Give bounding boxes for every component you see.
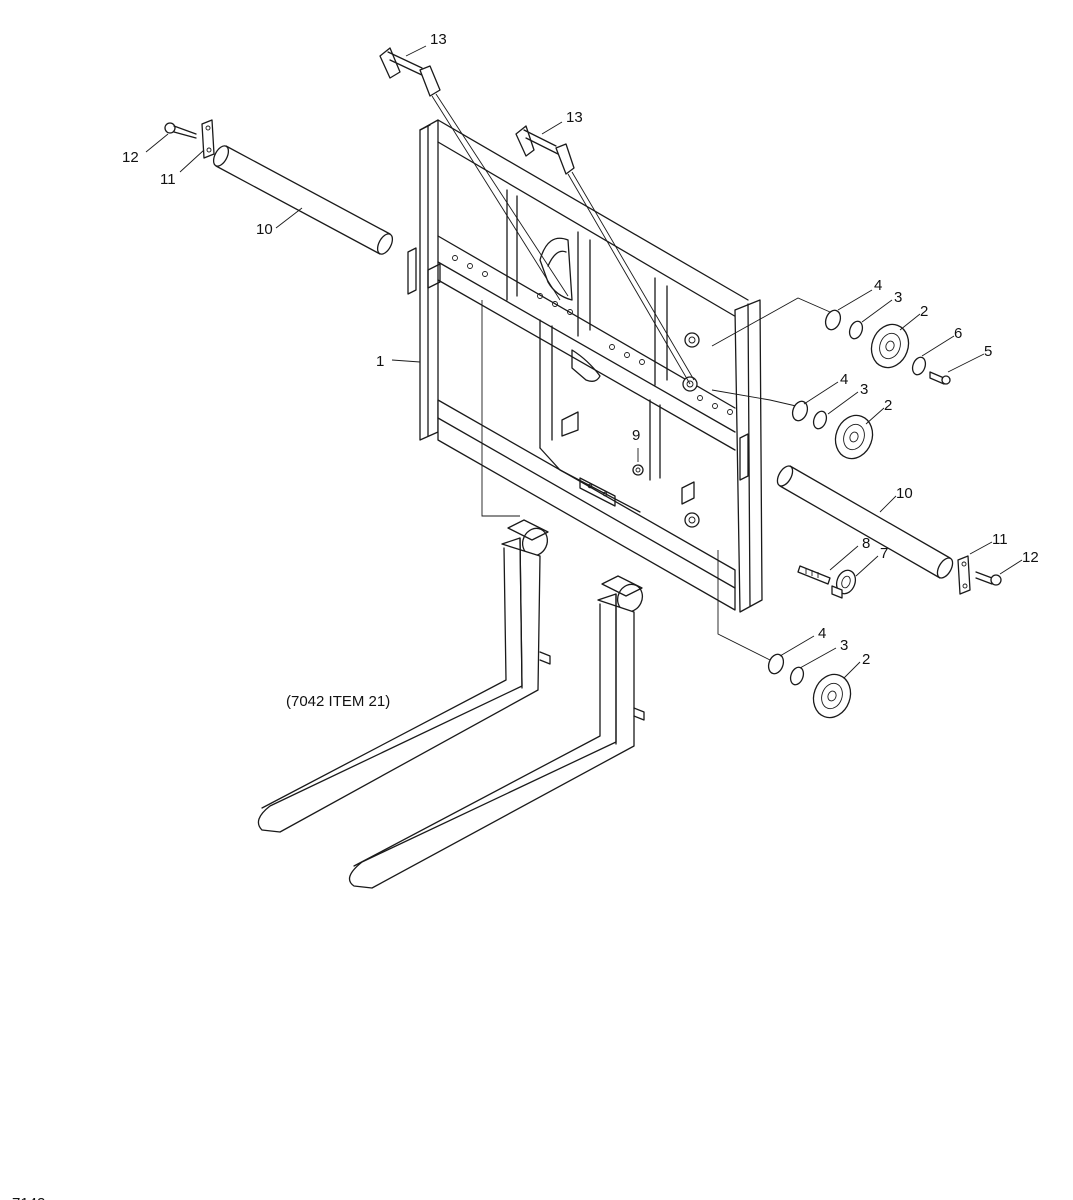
callout-4-upper: 4 [874,277,882,294]
shaft-right [776,465,954,579]
callout-1: 1 [376,353,384,370]
page-code: 7142 [12,1195,45,1200]
bolt-left [164,122,197,139]
callout-9: 9 [632,427,640,444]
side-roller-pin [797,565,831,585]
callout-8: 8 [862,535,870,552]
retainer-plate-right [957,555,971,595]
shaft-left [212,145,394,255]
callout-2-upper: 2 [920,303,928,320]
callout-3-middle: 3 [860,381,868,398]
callouts: 13 13 12 11 10 1 4 3 2 6 5 4 3 2 9 10 8 … [122,31,1039,668]
callout-11-right: 11 [992,531,1008,548]
callout-4-middle: 4 [840,371,848,388]
callout-4-lower: 4 [818,625,826,642]
fork-left [257,519,551,833]
bolt-right [975,571,1002,586]
callout-13-upper: 13 [430,31,447,48]
reference-note: (7042 ITEM 21) [286,693,390,710]
roller-set-upper [711,297,951,385]
callout-13-lower: 13 [566,109,583,126]
callout-12-right: 12 [1022,549,1039,566]
fork-right [348,575,645,889]
callout-10-right: 10 [896,485,913,502]
callout-5: 5 [984,343,992,360]
callout-10-left: 10 [256,221,273,238]
chain-anchor-left [379,47,569,301]
side-roller [831,569,857,599]
callout-3-lower: 3 [840,637,848,654]
callout-11-left: 11 [160,171,176,188]
leader-lines [145,45,1023,679]
callout-2-lower: 2 [862,651,870,668]
callout-12-left: 12 [122,149,139,166]
carriage-frame [407,119,771,661]
callout-3-upper: 3 [894,289,902,306]
callout-7: 7 [880,545,888,562]
chain-anchor-right [515,125,695,385]
roller-set-middle [711,389,874,460]
retainer-plate-left [201,119,215,159]
roller-set-lower [767,653,852,719]
callout-6: 6 [954,325,962,342]
callout-2-middle: 2 [884,397,892,414]
nut [632,464,644,476]
